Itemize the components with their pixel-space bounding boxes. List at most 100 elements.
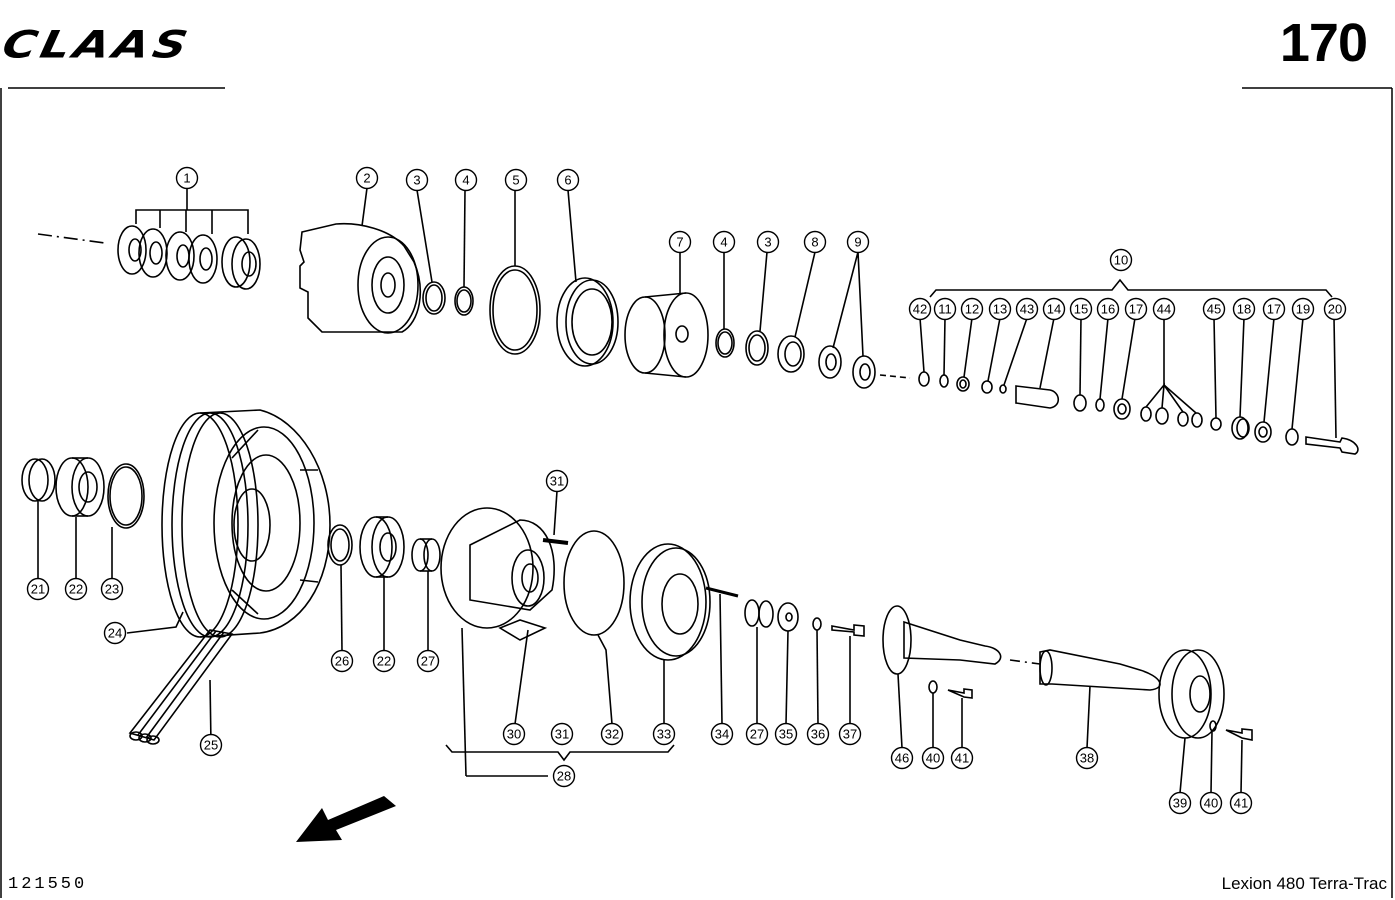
callout-8: 8 bbox=[803, 230, 827, 254]
callout-circle bbox=[960, 297, 984, 321]
callout-label: 31 bbox=[550, 474, 564, 489]
callout-label: 20 bbox=[1328, 302, 1342, 317]
callout-circle bbox=[712, 230, 736, 254]
callout-label: 5 bbox=[512, 173, 519, 188]
page-number: 170 bbox=[1279, 13, 1368, 73]
drawing-number: 121550 bbox=[8, 875, 88, 894]
callout-circle bbox=[1075, 746, 1099, 770]
callout-3: 3 bbox=[405, 168, 429, 192]
callout-4: 4 bbox=[712, 230, 736, 254]
callout-9: 9 bbox=[846, 230, 870, 254]
callout-16: 16 bbox=[1096, 297, 1120, 321]
part-drawings bbox=[21, 187, 1359, 794]
callout-circle bbox=[26, 577, 50, 601]
callout-label: 24 bbox=[108, 626, 122, 641]
callout-41: 41 bbox=[950, 746, 974, 770]
callout-circle bbox=[1096, 297, 1120, 321]
callout-7: 7 bbox=[668, 230, 692, 254]
callout-label: 25 bbox=[204, 738, 218, 753]
callout-label: 17 bbox=[1129, 302, 1143, 317]
callout-circle bbox=[64, 577, 88, 601]
callout-45: 45 bbox=[1202, 297, 1226, 321]
callout-circle bbox=[921, 746, 945, 770]
callout-44: 44 bbox=[1152, 297, 1176, 321]
callout-35: 35 bbox=[774, 722, 798, 746]
callout-circle bbox=[846, 230, 870, 254]
callout-label: 7 bbox=[676, 235, 683, 250]
callout-6: 6 bbox=[556, 168, 580, 192]
callout-label: 28 bbox=[557, 769, 571, 784]
callout-13: 13 bbox=[988, 297, 1012, 321]
callout-label: 34 bbox=[715, 727, 729, 742]
callout-label: 42 bbox=[913, 302, 927, 317]
callout-label: 26 bbox=[335, 654, 349, 669]
callout-circle bbox=[803, 230, 827, 254]
callout-circle bbox=[454, 168, 478, 192]
callout-36: 36 bbox=[806, 722, 830, 746]
callout-label: 38 bbox=[1080, 751, 1094, 766]
callout-circle bbox=[756, 230, 780, 254]
callout-circle bbox=[1229, 791, 1253, 815]
callout-10: 10 bbox=[1109, 248, 1133, 272]
callout-label: 21 bbox=[31, 582, 45, 597]
callout-15: 15 bbox=[1069, 297, 1093, 321]
callout-label: 31 bbox=[555, 727, 569, 742]
callout-circle bbox=[745, 722, 769, 746]
callout-circle bbox=[890, 746, 914, 770]
callout-circle bbox=[1323, 297, 1347, 321]
callout-circle bbox=[556, 168, 580, 192]
callout-42: 42 bbox=[908, 297, 932, 321]
callout-circle bbox=[372, 649, 396, 673]
callout-circle bbox=[600, 722, 624, 746]
callout-40: 40 bbox=[1199, 791, 1223, 815]
callout-label: 12 bbox=[965, 302, 979, 317]
callout-circle bbox=[175, 166, 199, 190]
callout-label: 37 bbox=[843, 727, 857, 742]
pulley-24 bbox=[161, 409, 331, 638]
callout-17: 17 bbox=[1124, 297, 1148, 321]
machine-model: Lexion 480 Terra-Trac bbox=[1221, 874, 1387, 893]
callout-label: 39 bbox=[1173, 796, 1187, 811]
callout-38: 38 bbox=[1075, 746, 1099, 770]
callout-label: 9 bbox=[854, 235, 861, 250]
callout-circle bbox=[405, 168, 429, 192]
callout-34: 34 bbox=[710, 722, 734, 746]
callout-18: 18 bbox=[1232, 297, 1256, 321]
callout-label: 27 bbox=[421, 654, 435, 669]
callout-39: 39 bbox=[1168, 791, 1192, 815]
callout-label: 23 bbox=[105, 582, 119, 597]
callout-40: 40 bbox=[921, 746, 945, 770]
callout-circle bbox=[908, 297, 932, 321]
callout-41: 41 bbox=[1229, 791, 1253, 815]
callout-circle bbox=[652, 722, 676, 746]
callout-27: 27 bbox=[416, 649, 440, 673]
callout-label: 18 bbox=[1237, 302, 1251, 317]
callout-label: 3 bbox=[413, 173, 420, 188]
callout-circle bbox=[199, 733, 223, 757]
callout-circle bbox=[502, 722, 526, 746]
callout-label: 27 bbox=[750, 727, 764, 742]
callout-label: 30 bbox=[507, 727, 521, 742]
callout-28: 28 bbox=[552, 764, 576, 788]
callout-circle bbox=[1199, 791, 1223, 815]
callout-label: 4 bbox=[462, 173, 469, 188]
callout-circle bbox=[1042, 297, 1066, 321]
direction-arrow-icon bbox=[296, 796, 396, 842]
callout-label: 32 bbox=[605, 727, 619, 742]
callout-11: 11 bbox=[933, 297, 957, 321]
callout-circle bbox=[416, 649, 440, 673]
washer-set-1 bbox=[117, 209, 261, 290]
callout-circle bbox=[100, 577, 124, 601]
callout-circle bbox=[504, 168, 528, 192]
callout-label: 17 bbox=[1267, 302, 1281, 317]
callout-circle bbox=[1124, 297, 1148, 321]
callout-label: 22 bbox=[377, 654, 391, 669]
callout-circle bbox=[330, 649, 354, 673]
callout-43: 43 bbox=[1015, 297, 1039, 321]
callout-circle bbox=[988, 297, 1012, 321]
callout-3: 3 bbox=[756, 230, 780, 254]
callout-circle bbox=[1202, 297, 1226, 321]
callout-label: 44 bbox=[1157, 302, 1171, 317]
housing-2 bbox=[299, 222, 421, 334]
